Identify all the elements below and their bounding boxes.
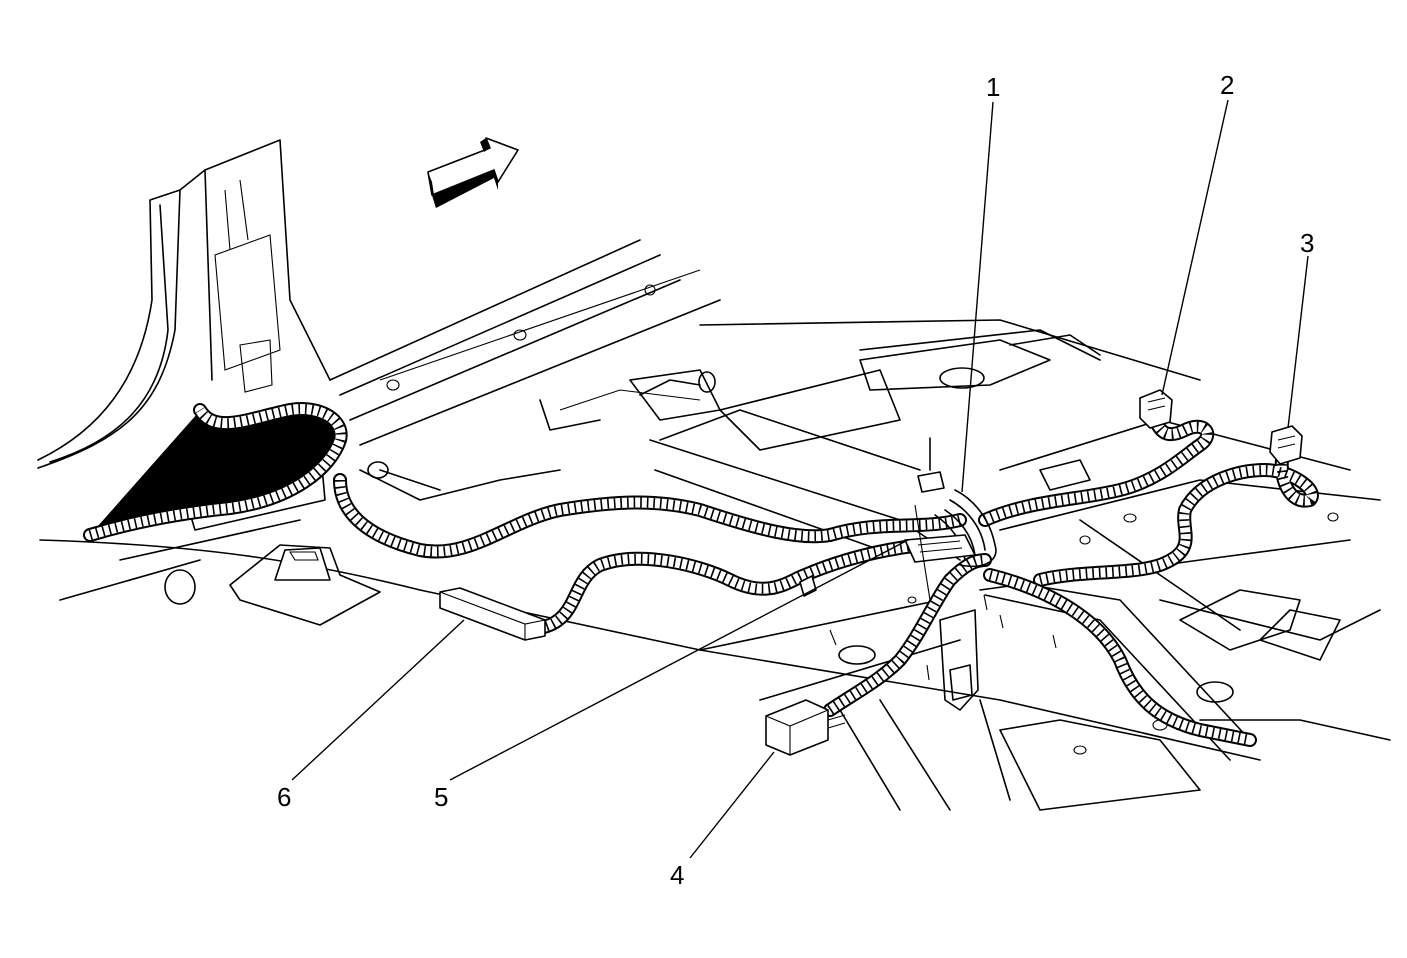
leader-4 xyxy=(689,751,775,859)
body-pillar xyxy=(37,139,331,469)
leader-5 xyxy=(449,539,909,781)
callout-4: 4 xyxy=(670,860,684,890)
callout-2: 2 xyxy=(1220,70,1234,100)
component-4-module xyxy=(765,699,846,756)
component-1-ground-stud xyxy=(907,437,945,604)
callout-6: 6 xyxy=(277,782,291,812)
component-6-antenna-module xyxy=(439,587,546,641)
leader-lines xyxy=(291,99,1309,859)
component-3-connector xyxy=(1269,425,1303,465)
leader-1 xyxy=(961,101,994,493)
callout-3: 3 xyxy=(1300,228,1314,258)
callout-1: 1 xyxy=(986,72,1000,102)
leader-2 xyxy=(1161,99,1229,396)
leader-6 xyxy=(291,619,465,781)
callout-labels: 1 2 3 4 5 6 xyxy=(277,70,1314,890)
wiring-harness xyxy=(83,402,1319,747)
component-2-connector xyxy=(1139,389,1173,429)
leader-3 xyxy=(1287,255,1309,429)
arrow-icon xyxy=(427,137,519,208)
callout-5: 5 xyxy=(434,782,448,812)
floor-pan xyxy=(39,239,1391,811)
